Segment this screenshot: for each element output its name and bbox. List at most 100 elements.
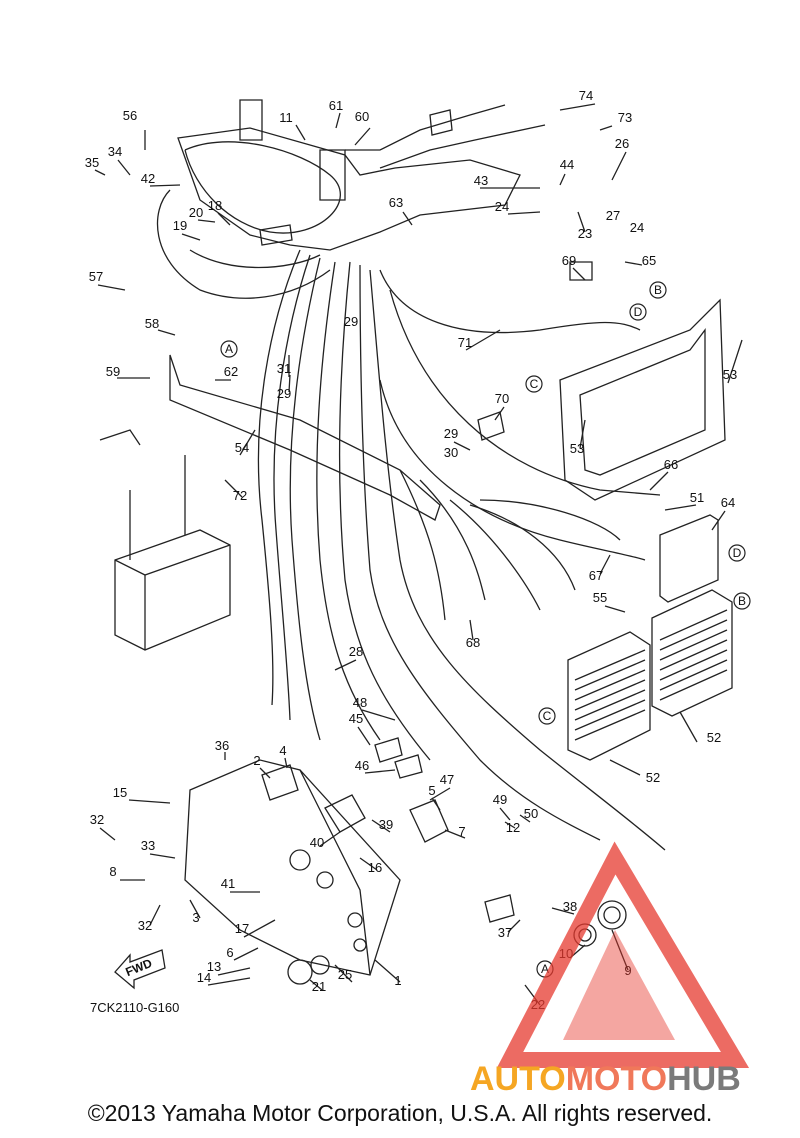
callout-label: 43 bbox=[474, 173, 488, 188]
callout-label: 16 bbox=[368, 860, 382, 875]
callout-label: 24 bbox=[495, 199, 509, 214]
callout-label: 15 bbox=[113, 785, 127, 800]
callout-label: 52 bbox=[707, 730, 721, 745]
callout-label: 50 bbox=[524, 806, 538, 821]
watermark-text: AUTOMOTOHUB bbox=[470, 1060, 741, 1098]
callout-label: 41 bbox=[221, 876, 235, 891]
callout-label: 49 bbox=[493, 792, 507, 807]
circled-letter: C bbox=[538, 707, 556, 725]
automotohub-watermark: AUTOMOTOHUB bbox=[470, 841, 750, 1098]
callout-label: 29 bbox=[344, 314, 358, 329]
callout-label: 69 bbox=[562, 253, 576, 268]
callout-label: 26 bbox=[615, 136, 629, 151]
callout-label: 17 bbox=[235, 921, 249, 936]
circled-letter-ring bbox=[728, 544, 746, 562]
callout-label: 54 bbox=[235, 440, 249, 455]
callout-label: 51 bbox=[690, 490, 704, 505]
callout-label: 11 bbox=[279, 110, 293, 125]
callout-label: 44 bbox=[560, 157, 574, 172]
circled-letter-ring bbox=[733, 592, 751, 610]
callout-layer: 1234567891011121314151617181920212223242… bbox=[85, 88, 737, 1012]
callout-label: 40 bbox=[310, 835, 324, 850]
callout-label: 62 bbox=[224, 364, 238, 379]
callout-label: 72 bbox=[233, 488, 247, 503]
circled-letter-ring bbox=[538, 707, 556, 725]
callout-label: 53 bbox=[570, 441, 584, 456]
callout-label: 2 bbox=[253, 753, 260, 768]
circled-letter-text: D bbox=[733, 546, 742, 560]
callout-label: 5 bbox=[428, 783, 435, 798]
callout-label: 53 bbox=[723, 367, 737, 382]
callout-label: 4 bbox=[279, 743, 286, 758]
circled-letter-text: C bbox=[543, 709, 552, 723]
callout-label: 29 bbox=[444, 426, 458, 441]
callout-label: 25 bbox=[338, 967, 352, 982]
callout-label: 45 bbox=[349, 711, 363, 726]
callout-label: 73 bbox=[618, 110, 632, 125]
callout-label: 21 bbox=[312, 979, 326, 994]
callout-label: 52 bbox=[646, 770, 660, 785]
callout-label: 60 bbox=[355, 109, 369, 124]
callout-label: 47 bbox=[440, 772, 454, 787]
callout-label: 13 bbox=[207, 959, 221, 974]
callout-label: 65 bbox=[642, 253, 656, 268]
circled-letter-text: B bbox=[738, 594, 746, 608]
callout-label: 34 bbox=[108, 144, 122, 159]
fwd-label: FWD bbox=[124, 956, 155, 979]
circled-letter: B bbox=[649, 281, 667, 299]
callout-label: 67 bbox=[589, 568, 603, 583]
callout-label: 20 bbox=[189, 205, 203, 220]
callout-label: 31 bbox=[277, 361, 291, 376]
circled-letter: A bbox=[220, 340, 238, 358]
callout-label: 23 bbox=[578, 226, 592, 241]
callout-label: 12 bbox=[506, 820, 520, 835]
circled-letter: B bbox=[733, 592, 751, 610]
callout-label: 32 bbox=[138, 918, 152, 933]
callout-label: 36 bbox=[215, 738, 229, 753]
watermark-triangle-inner bbox=[563, 930, 675, 1040]
callout-label: 8 bbox=[109, 864, 116, 879]
copyright-notice: ©2013 Yamaha Motor Corporation, U.S.A. A… bbox=[87, 1100, 713, 1126]
callout-label: 3 bbox=[192, 910, 199, 925]
circled-letter-ring bbox=[649, 281, 667, 299]
callout-label: 68 bbox=[466, 635, 480, 650]
callout-label: 9 bbox=[624, 963, 631, 978]
callout-label: 46 bbox=[355, 758, 369, 773]
callout-label: 74 bbox=[579, 88, 593, 103]
callout-label: 58 bbox=[145, 316, 159, 331]
callout-label: 7 bbox=[458, 824, 465, 839]
circled-letter-text: A bbox=[541, 962, 549, 976]
circled-letter-ring bbox=[220, 340, 238, 358]
callout-label: 24 bbox=[630, 220, 644, 235]
circled-letter-ring bbox=[629, 303, 647, 321]
callout-label: 57 bbox=[89, 269, 103, 284]
callout-label: 18 bbox=[208, 198, 222, 213]
circled-letter-text: D bbox=[634, 305, 643, 319]
callout-label: 29 bbox=[277, 386, 291, 401]
callout-label: 32 bbox=[90, 812, 104, 827]
callout-label: 6 bbox=[226, 945, 233, 960]
circled-letter-ring bbox=[525, 375, 543, 393]
callout-label: 19 bbox=[173, 218, 187, 233]
harness-illustration bbox=[94, 99, 743, 1006]
callout-label: 59 bbox=[106, 364, 120, 379]
callout-label: 64 bbox=[721, 495, 735, 510]
circled-letter: D bbox=[728, 544, 746, 562]
callout-label: 42 bbox=[141, 171, 155, 186]
callout-label: 71 bbox=[458, 335, 472, 350]
callout-label: 28 bbox=[349, 644, 363, 659]
callout-label: 48 bbox=[353, 695, 367, 710]
callout-label: 66 bbox=[664, 457, 678, 472]
callout-label: 37 bbox=[498, 925, 512, 940]
callout-label: 35 bbox=[85, 155, 99, 170]
callout-label: 33 bbox=[141, 838, 155, 853]
callout-label: 56 bbox=[123, 108, 137, 123]
reference-code: 7CK2110-G160 bbox=[90, 1000, 179, 1015]
callout-label: 38 bbox=[563, 899, 577, 914]
callout-label: 70 bbox=[495, 391, 509, 406]
circled-letter-text: B bbox=[654, 283, 662, 297]
callout-label: 14 bbox=[197, 970, 211, 985]
callout-label: 63 bbox=[389, 195, 403, 210]
